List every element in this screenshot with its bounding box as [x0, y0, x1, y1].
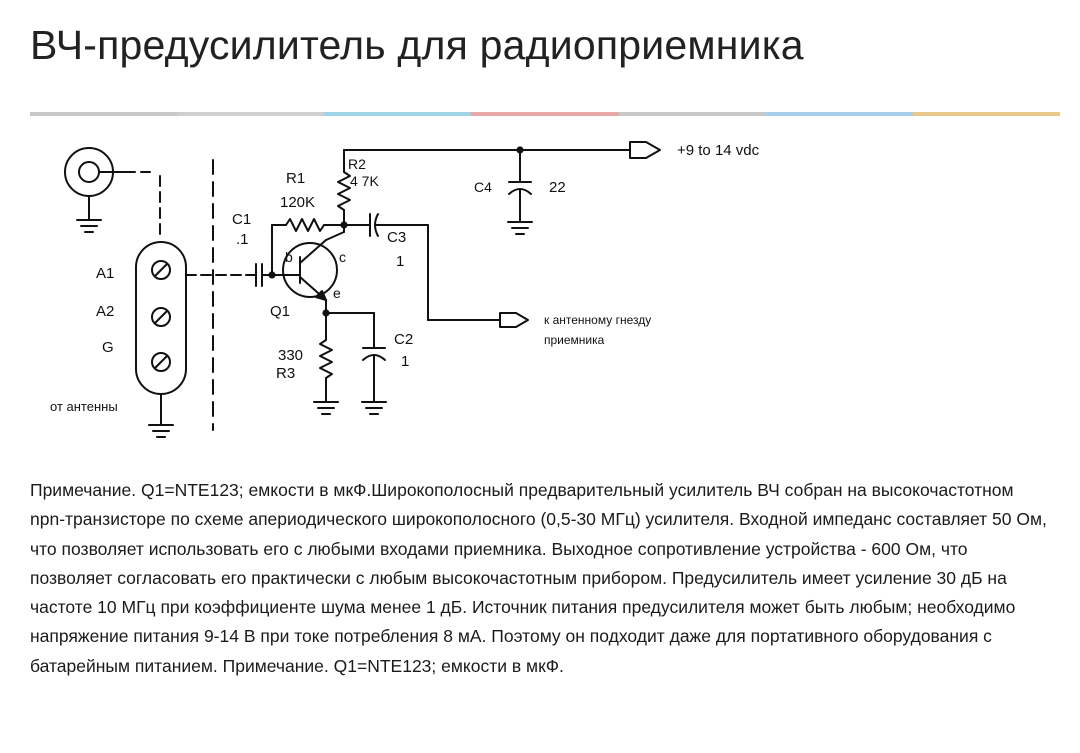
- c3-value: 1: [396, 253, 404, 270]
- terminal-block: [135, 241, 251, 426]
- r2-value: 4 7K: [350, 173, 379, 189]
- divider-segment: [765, 112, 913, 116]
- capacitor-c4: [507, 149, 533, 235]
- antenna-label: от антенны: [50, 399, 118, 414]
- resistor-r3: [313, 312, 339, 415]
- c4-name: C4: [474, 179, 492, 195]
- page-title: ВЧ-предусилитель для радиоприемника: [30, 22, 804, 68]
- supply-label: +9 to 14 vdc: [677, 142, 760, 159]
- terminal-a1-label: A1: [96, 265, 114, 282]
- divider-segment: [177, 112, 325, 116]
- ground-symbol: [148, 424, 174, 438]
- transistor-q1: [282, 231, 345, 301]
- q1-pin-c: c: [339, 249, 346, 265]
- r1-value: 120K: [280, 194, 315, 211]
- capacitor-c1: [249, 263, 287, 287]
- capacitor-c2: [361, 312, 387, 415]
- circuit-schematic: A1 A2 G от антенны C1 .1 R1 120K b c e Q…: [50, 141, 760, 438]
- capacitor-c3: [343, 213, 501, 321]
- c3-name: C3: [387, 229, 406, 246]
- q1-pin-b: b: [285, 249, 293, 265]
- c2-value: 1: [401, 353, 409, 370]
- divider-segment: [618, 112, 766, 116]
- antenna-connector: [64, 147, 161, 241]
- c2-name: C2: [394, 331, 413, 348]
- divider-segment: [324, 112, 472, 116]
- terminal-a2-label: A2: [96, 303, 114, 320]
- divider-segment: [30, 112, 178, 116]
- supply-connector: [629, 141, 661, 159]
- r3-value: 330: [278, 347, 303, 364]
- c1-value: .1: [236, 231, 249, 248]
- c1-name: C1: [232, 211, 251, 228]
- q1-pin-e: e: [333, 285, 341, 301]
- r2-name: R2: [348, 156, 366, 172]
- divider-segment: [471, 112, 619, 116]
- output-label-line2: приемника: [544, 333, 605, 347]
- divider-segment: [912, 112, 1060, 116]
- r1-name: R1: [286, 170, 305, 187]
- terminal-g-label: G: [102, 339, 114, 356]
- description-text: Примечание. Q1=NTE123; емкости в мкФ.Шир…: [30, 480, 1047, 676]
- ground-symbol: [76, 219, 102, 233]
- output-connector: [499, 312, 529, 328]
- r3-name: R3: [276, 365, 295, 382]
- q1-name: Q1: [270, 303, 290, 320]
- output-label-line1: к антенному гнезду: [544, 313, 651, 327]
- color-divider: [30, 112, 1060, 116]
- resistor-r2: [337, 149, 351, 226]
- c4-value: 22: [549, 179, 566, 196]
